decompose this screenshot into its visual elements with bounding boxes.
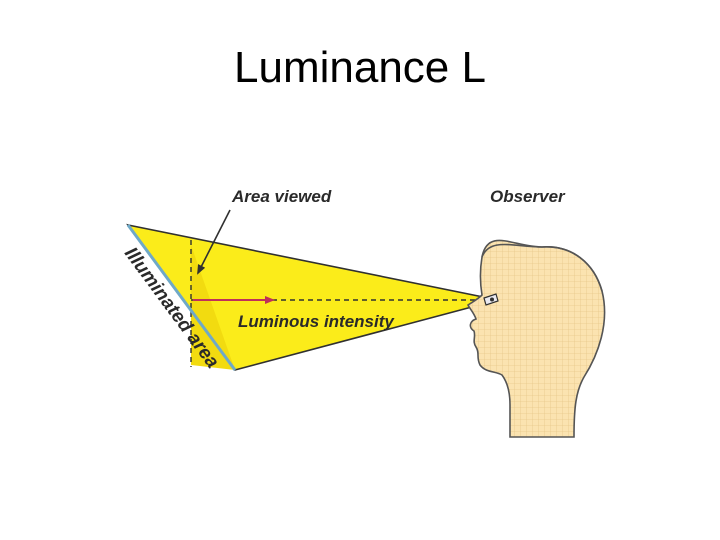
view-cone	[126, 223, 499, 371]
eye-icon	[483, 293, 499, 306]
observer-head	[466, 239, 606, 438]
area-viewed-wedge	[191, 245, 235, 370]
area-viewed-pointer-arrow	[197, 209, 231, 275]
luminance-diagram: Area viewed Observer Luminous intensity …	[120, 187, 606, 438]
observer-label: Observer	[490, 187, 566, 206]
observer-head-outline	[481, 243, 603, 292]
slide-title: Luminance L	[234, 43, 486, 92]
illuminated-area-line	[126, 224, 237, 371]
luminous-intensity-label: Luminous intensity	[238, 312, 395, 331]
area-viewed-label: Area viewed	[231, 187, 332, 206]
